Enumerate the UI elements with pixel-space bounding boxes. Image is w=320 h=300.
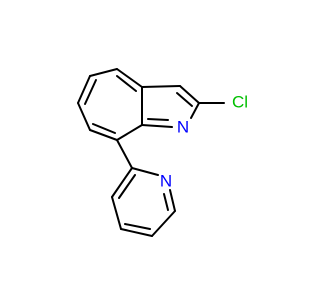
bond — [89, 129, 118, 141]
azulene-nitrogen-label: N — [177, 117, 189, 136]
bond — [141, 124, 173, 128]
pyridine-nitrogen-label: N — [160, 171, 172, 190]
atom-labels: N Cl N — [160, 92, 248, 190]
bond — [179, 85, 200, 104]
bond — [124, 223, 151, 230]
bond — [92, 123, 116, 134]
bond — [176, 92, 193, 107]
bond — [116, 68, 143, 88]
bond — [89, 68, 118, 77]
bond — [147, 118, 169, 121]
bond — [116, 124, 143, 141]
bond — [77, 102, 91, 131]
bond — [131, 167, 159, 176]
bond — [116, 139, 133, 169]
structure-canvas: N Cl N — [77, 68, 249, 237]
bond — [118, 174, 136, 199]
chlorine-label: Cl — [232, 92, 248, 111]
bond — [116, 75, 137, 92]
bond — [111, 167, 133, 198]
bond — [169, 189, 176, 212]
bond — [120, 228, 153, 237]
bond — [84, 79, 97, 105]
bond — [190, 102, 200, 119]
bond — [111, 196, 122, 230]
bond-layer — [77, 68, 225, 237]
bond — [163, 193, 169, 211]
bond — [151, 210, 176, 237]
bond — [141, 85, 181, 88]
molecule-structure: N Cl N — [77, 68, 248, 237]
bond — [77, 75, 91, 104]
